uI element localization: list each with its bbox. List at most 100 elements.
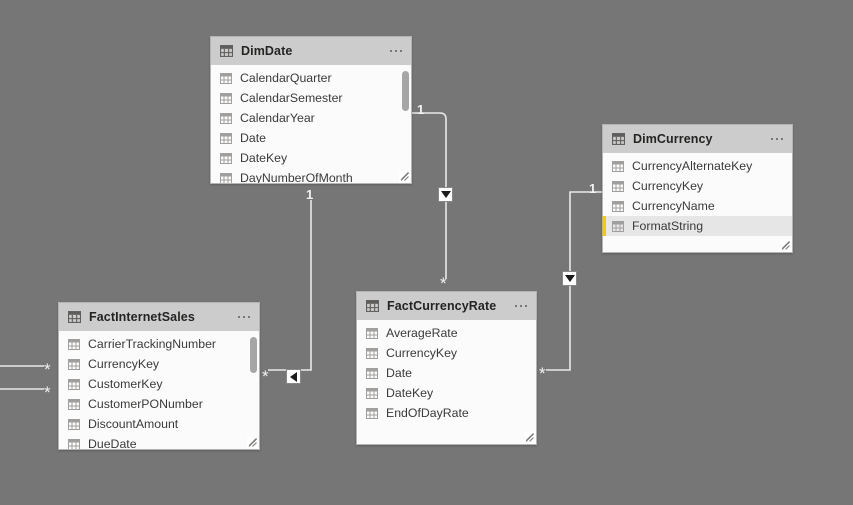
table-icon — [220, 132, 232, 144]
field-label: CalendarQuarter — [240, 71, 332, 85]
filter-direction-down-icon — [440, 191, 451, 198]
field-row[interactable]: DueDate — [59, 434, 259, 450]
vertical-scrollbar[interactable] — [402, 71, 409, 111]
table-icon — [68, 338, 80, 350]
field-row[interactable]: CalendarYear — [211, 108, 411, 128]
table-card-header[interactable]: FactInternetSales — [59, 303, 259, 331]
field-row[interactable]: DayNumberOfMonth — [211, 168, 411, 184]
field-label: CurrencyAlternateKey — [632, 159, 753, 173]
cardinality-one-dimdate-factinternetsales: 1 — [306, 187, 314, 202]
table-icon — [612, 180, 624, 192]
field-row[interactable]: DiscountAmount — [59, 414, 259, 434]
table-icon — [612, 133, 625, 145]
cardinality-one-dimdate-factcurrencyrate: 1 — [417, 102, 425, 117]
table-icon — [220, 92, 232, 104]
table-icon — [366, 347, 378, 359]
table-name: FactInternetSales — [89, 310, 195, 324]
field-row[interactable]: CustomerPONumber — [59, 394, 259, 414]
field-row[interactable]: DateKey — [357, 383, 536, 403]
resize-grip-icon[interactable] — [247, 437, 258, 448]
field-row[interactable]: Date — [357, 363, 536, 383]
cross-filter-direction-dimdate-factcurrencyrate[interactable] — [438, 187, 453, 202]
field-row[interactable]: CurrencyAlternateKey — [603, 156, 792, 176]
relationship-line-dimdate-factinternetsales[interactable] — [268, 200, 312, 371]
table-icon — [68, 398, 80, 410]
field-label: CustomerKey — [88, 377, 163, 391]
more-options-icon[interactable] — [771, 138, 783, 140]
resize-grip-icon[interactable] — [524, 432, 535, 443]
field-row[interactable]: CurrencyKey — [603, 176, 792, 196]
field-label: DateKey — [240, 151, 288, 165]
table-card-header[interactable]: FactCurrencyRate — [357, 292, 536, 320]
field-row[interactable]: CalendarQuarter — [211, 68, 411, 88]
field-row[interactable]: AverageRate — [357, 323, 536, 343]
table-icon — [68, 438, 80, 449]
field-row[interactable]: CalendarSemester — [211, 88, 411, 108]
field-row[interactable]: EndOfDayRate — [357, 403, 536, 423]
field-label: CarrierTrackingNumber — [88, 337, 217, 351]
cross-filter-direction-dimcurrency-factcurrencyrate[interactable] — [562, 271, 577, 286]
resize-grip-icon[interactable] — [780, 240, 791, 251]
cardinality-many-dimcurrency-factcurrencyrate: * — [539, 364, 546, 383]
field-label: Date — [386, 366, 412, 380]
table-icon — [220, 72, 232, 84]
field-label: FormatString — [632, 219, 704, 233]
more-options-icon[interactable] — [515, 305, 527, 307]
field-label: DateKey — [386, 386, 434, 400]
more-options-icon[interactable] — [390, 50, 402, 52]
table-icon — [220, 112, 232, 124]
field-label: DueDate — [88, 437, 137, 450]
field-label: AverageRate — [386, 326, 458, 340]
table-icon — [366, 327, 378, 339]
table-icon — [612, 200, 624, 212]
table-card-header[interactable]: DimDate — [211, 37, 411, 65]
vertical-scrollbar[interactable] — [250, 337, 257, 373]
table-icon — [366, 407, 378, 419]
field-row[interactable]: CarrierTrackingNumber — [59, 334, 259, 354]
resize-grip-icon[interactable] — [399, 171, 410, 182]
field-label: CurrencyKey — [386, 346, 458, 360]
field-row[interactable]: Date — [211, 128, 411, 148]
cardinality-many-offscreen-factinternetsales-2: * — [44, 383, 51, 402]
table-icon — [68, 418, 80, 430]
field-row[interactable]: FormatString — [603, 216, 792, 236]
table-icon — [366, 387, 378, 399]
cardinality-many-dimdate-factcurrencyrate: * — [440, 274, 447, 293]
table-name: DimCurrency — [633, 132, 713, 146]
cardinality-many-offscreen-factinternetsales-1: * — [44, 360, 51, 379]
field-row[interactable]: CurrencyKey — [59, 354, 259, 374]
table-icon — [68, 378, 80, 390]
field-label: CurrencyKey — [88, 357, 160, 371]
field-row[interactable]: CurrencyName — [603, 196, 792, 216]
table-icon — [612, 160, 624, 172]
table-icon — [220, 152, 232, 164]
field-label: EndOfDayRate — [386, 406, 469, 420]
table-icon — [220, 45, 233, 57]
table-icon — [68, 311, 81, 323]
cross-filter-direction-dimdate-factinternetsales[interactable] — [286, 369, 301, 384]
cardinality-one-dimcurrency-factcurrencyrate: 1 — [589, 181, 597, 196]
field-label: CurrencyName — [632, 199, 715, 213]
table-name: FactCurrencyRate — [387, 299, 497, 313]
field-label: DayNumberOfMonth — [240, 171, 353, 184]
field-label: CustomerPONumber — [88, 397, 203, 411]
field-row[interactable]: CurrencyKey — [357, 343, 536, 363]
table-icon — [68, 358, 80, 370]
cardinality-many-dimdate-factinternetsales: * — [262, 367, 269, 386]
field-label: CurrencyKey — [632, 179, 704, 193]
more-options-icon[interactable] — [238, 316, 250, 318]
field-row[interactable]: CustomerKey — [59, 374, 259, 394]
field-label: CalendarYear — [240, 111, 315, 125]
table-icon — [612, 220, 624, 232]
table-card-header[interactable]: DimCurrency — [603, 125, 792, 153]
field-row[interactable]: DateKey — [211, 148, 411, 168]
field-label: Date — [240, 131, 266, 145]
